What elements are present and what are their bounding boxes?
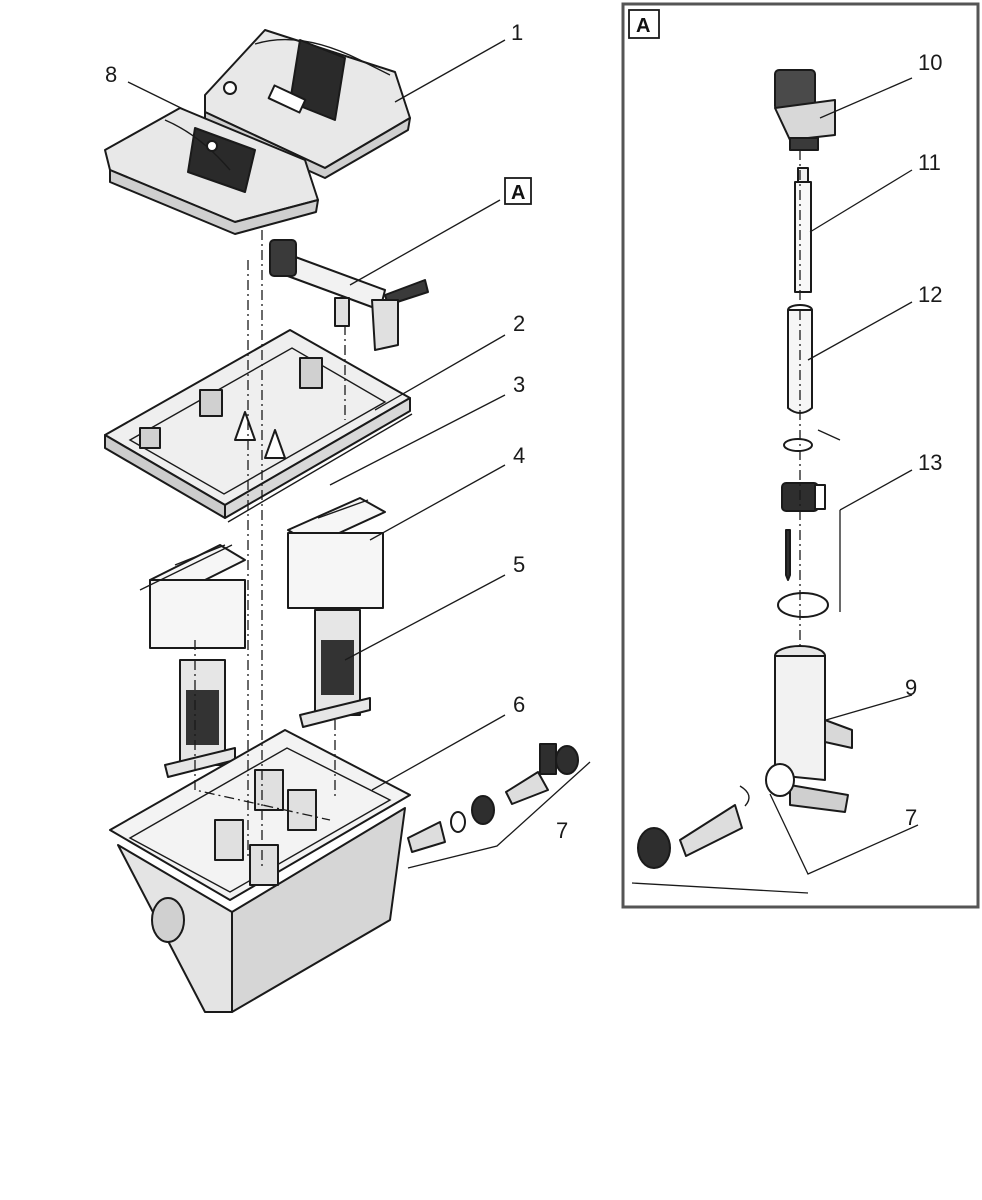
uvc-unit-A xyxy=(269,239,429,351)
callout-9: 9 xyxy=(905,675,917,700)
detail-leader-lines xyxy=(631,77,919,894)
callout-10: 10 xyxy=(918,50,942,75)
callout-8: 8 xyxy=(105,62,117,87)
assembly-centerlines xyxy=(194,230,346,870)
callout-A-box: A xyxy=(504,177,532,205)
callout-6: 6 xyxy=(513,692,525,717)
part-5-brush-right xyxy=(299,609,371,728)
part-9-uvc-housing xyxy=(765,645,853,813)
part-11-uvc-bulb xyxy=(794,167,812,293)
detail-A-panel: A xyxy=(621,2,980,909)
part-8-lid-front xyxy=(104,107,319,235)
main-exploded-view: 1 8 A 2 3 4 5 6 7 xyxy=(104,20,591,1013)
callout-12: 12 xyxy=(918,282,942,307)
part-10-lamp-socket xyxy=(774,69,836,151)
part-4-foam-left xyxy=(149,544,246,649)
callout-13: 13 xyxy=(918,450,942,475)
detail-A-label: A xyxy=(636,15,650,37)
callout-11: 11 xyxy=(918,150,941,175)
callout-1: 1 xyxy=(511,20,523,45)
part-7-hose-connectors xyxy=(407,743,579,853)
callout-7-main: 7 xyxy=(556,818,568,843)
part-6-housing xyxy=(109,729,411,1013)
part-7-detail-connectors xyxy=(637,785,750,869)
part-4-foam-right xyxy=(287,497,386,609)
callout-7-detail: 7 xyxy=(905,805,917,830)
callout-2: 2 xyxy=(513,311,525,336)
part-3-frame xyxy=(227,413,413,523)
callout-3: 3 xyxy=(513,372,525,397)
main-leader-lines xyxy=(127,39,591,869)
callout-A-label: A xyxy=(511,182,525,204)
part-5-brush-left xyxy=(164,659,236,778)
detail-A-label-box: A xyxy=(628,9,660,39)
part-1-lid-rear xyxy=(204,29,411,179)
callout-4: 4 xyxy=(513,443,525,468)
part-2-tray xyxy=(104,329,411,519)
callout-5: 5 xyxy=(513,552,525,577)
